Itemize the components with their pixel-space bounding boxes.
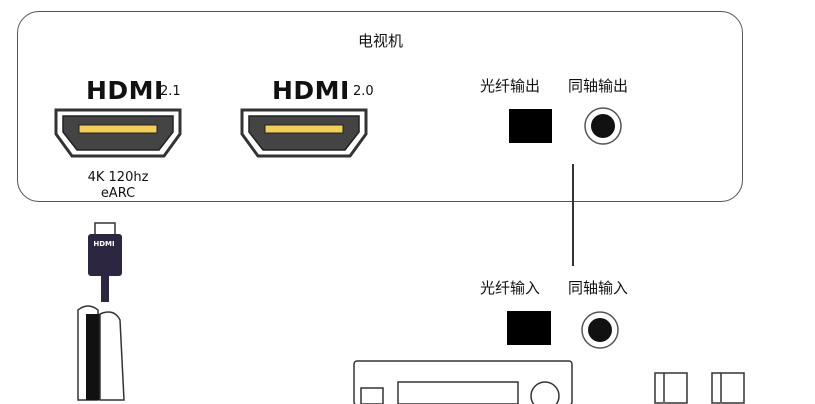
speaker-right-icon — [711, 372, 745, 404]
optical-in-label: 光纤输入 — [480, 279, 541, 297]
hdmi-label-1: HDMI — [86, 76, 164, 105]
coaxial-cable-line — [572, 164, 574, 266]
optical-out-port[interactable] — [509, 109, 552, 143]
tv-title: 电视机 — [358, 32, 404, 50]
hdmi-port-2-icon[interactable] — [238, 104, 378, 164]
hdmi-port-1-icon[interactable] — [52, 104, 192, 164]
hdmi-note-line-2: eARC — [100, 186, 136, 201]
hdmi-port-1-note: 4K 120hz eARC — [78, 170, 158, 202]
optical-in-port[interactable] — [507, 311, 551, 345]
coaxial-in-port-icon[interactable] — [580, 310, 620, 350]
tv-panel — [17, 11, 743, 202]
hdmi-version-2: 2.0 — [353, 84, 374, 99]
hdmi-version-1: 2.1 — [160, 84, 181, 99]
coaxial-out-port-icon[interactable] — [583, 106, 623, 146]
speaker-left-icon — [654, 372, 688, 404]
hdmi-plug-label: HDMI — [93, 240, 115, 248]
hdmi-label-2: HDMI — [272, 76, 350, 105]
coaxial-out-label: 同轴输出 — [568, 77, 629, 95]
hdmi-cable-plug-icon — [88, 222, 122, 302]
receiver-device-icon — [353, 360, 573, 404]
optical-out-label: 光纤输出 — [480, 77, 541, 95]
hdmi-note-line-1: 4K 120hz — [87, 170, 149, 185]
coaxial-in-label: 同轴输入 — [568, 279, 629, 297]
game-console-icon — [77, 305, 125, 401]
